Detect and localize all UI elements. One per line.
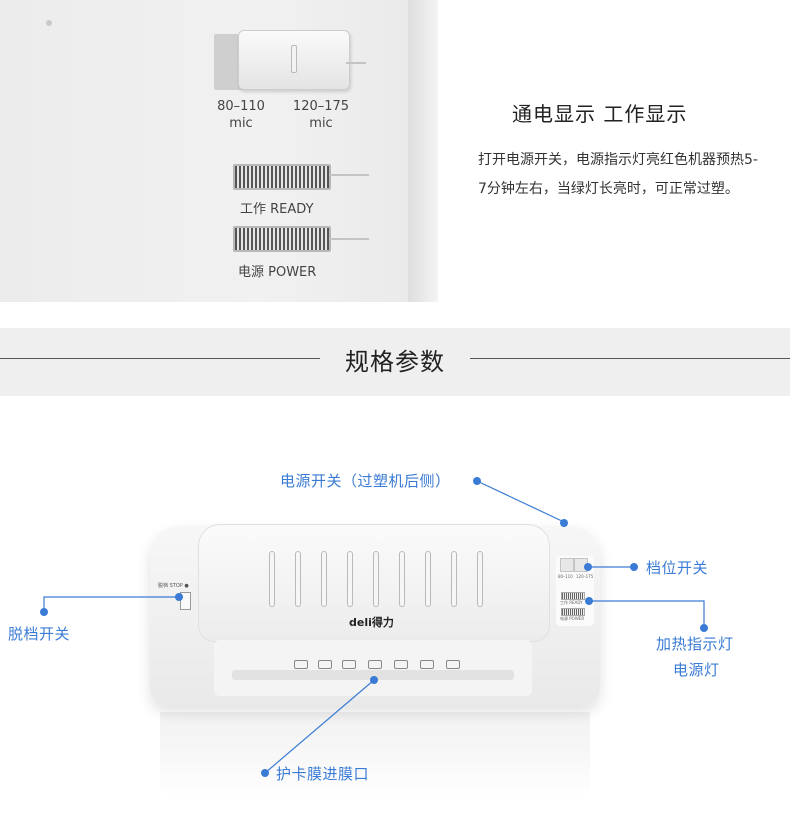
callout-release-switch: 脱档开关 [8, 625, 71, 643]
release-switch [180, 592, 191, 610]
mode-symbol [342, 660, 356, 669]
mic-left-unit: mic [229, 116, 253, 131]
mic-left-label: 80–110 mic [214, 98, 268, 132]
device-reflection [160, 712, 590, 802]
mode-symbol [420, 660, 434, 669]
laminator-top-cover [198, 524, 550, 642]
callout-dot [584, 563, 592, 571]
description-title: 通电显示 工作显示 [512, 102, 688, 126]
callout-gear-switch: 档位开关 [646, 559, 709, 577]
leader-card-inlet [264, 679, 375, 774]
mode-symbol [446, 660, 460, 669]
mode-symbol [294, 660, 308, 669]
vent-slot [373, 551, 379, 607]
panel-ready-label: 工作 READY [560, 600, 583, 605]
banner-left-rule [0, 358, 320, 359]
callout-dot [630, 563, 638, 571]
mini-gear-switch [560, 558, 574, 572]
vent-slot [425, 551, 431, 607]
release-switch-text: 脱档 STOP ● [158, 583, 189, 589]
vent-slot [321, 551, 327, 607]
section-banner: 规格参数 [0, 328, 790, 396]
vent-slot [451, 551, 457, 607]
mic-right-range: 120–175 [292, 99, 350, 114]
mode-symbol [368, 660, 382, 669]
callout-dot [175, 593, 183, 601]
callout-dot [560, 519, 568, 527]
leader-heating-light [588, 600, 705, 628]
vent-slot [295, 551, 301, 607]
ready-indicator-light [233, 164, 331, 190]
callout-dot [700, 624, 708, 632]
callout-dot [40, 608, 48, 616]
mic-left-range: 80–110 [217, 99, 265, 114]
switch-wire [346, 62, 366, 64]
mic-right-unit: mic [309, 116, 333, 131]
panel-mic-left: 80–110 [558, 574, 573, 579]
screw-detail [46, 20, 52, 26]
mini-ready-light [561, 592, 585, 600]
banner-right-rule [470, 358, 790, 359]
callout-dot [261, 769, 269, 777]
vent-slot [269, 551, 275, 607]
callout-dot [370, 676, 378, 684]
callout-power-light: 电源灯 [673, 661, 720, 679]
panel-mic-right: 120–175 [576, 574, 594, 579]
ready-wire [329, 174, 369, 176]
ready-label: 工作 READY [240, 202, 314, 217]
mic-right-label: 120–175 mic [290, 98, 352, 132]
control-panel-closeup-photo: 80–110 mic 120–175 mic 工作 READY 电源 POWER [0, 0, 438, 302]
power-indicator-light [233, 226, 331, 252]
vent-slot [477, 551, 483, 607]
mode-symbol [394, 660, 408, 669]
panel-power-label: 电源 POWER [560, 616, 585, 621]
film-inlet-slot [232, 670, 514, 680]
leader-power-switch [476, 480, 565, 523]
callout-dot [473, 477, 481, 485]
panel-edge [408, 0, 438, 302]
laminator-front-panel [214, 640, 532, 696]
mode-symbol [318, 660, 332, 669]
power-wire [329, 238, 369, 240]
leader-release-switch [43, 596, 178, 612]
gear-rocker-switch [238, 30, 350, 90]
brand-logo: deli得力 [349, 616, 394, 629]
vent-slot [399, 551, 405, 607]
callout-heating-light: 加热指示灯 [656, 635, 734, 653]
callout-card-inlet: 护卡膜进膜口 [276, 765, 370, 783]
callout-power-switch: 电源开关（过塑机后侧） [280, 472, 451, 490]
rocker-notch [291, 45, 297, 73]
vent-slot [347, 551, 353, 607]
mini-power-light [561, 608, 585, 616]
power-label: 电源 POWER [238, 265, 317, 280]
callout-dot [585, 597, 593, 605]
section-title: 规格参数 [345, 348, 445, 376]
description-body: 打开电源开关，电源指示灯亮红色机器预热5-7分钟左右，当绿灯长亮时，可正常过塑。 [478, 152, 758, 197]
